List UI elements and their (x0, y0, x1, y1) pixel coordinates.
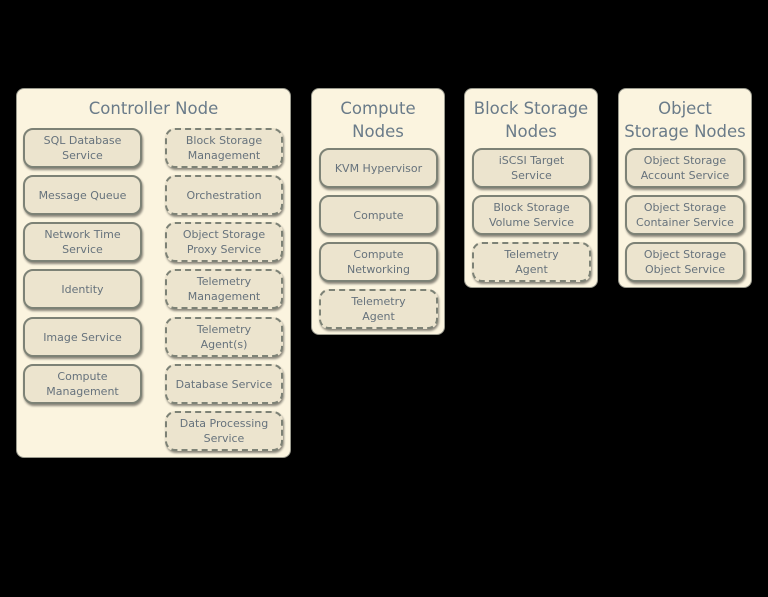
database-service: Database Service (165, 364, 283, 404)
object-storage-nodes-title: Object Storage Nodes (624, 99, 746, 141)
kvm-hypervisor: KVM Hypervisor (319, 148, 438, 188)
object-storage-proxy-service: Object Storage Proxy Service (165, 222, 283, 262)
sql-database-service: SQL Database Service (23, 128, 142, 168)
compute-nodes-title: Compute Nodes (340, 99, 416, 141)
object-storage-container-service: Object Storage Container Service (625, 195, 745, 235)
message-queue: Message Queue (23, 175, 142, 215)
identity-service: Identity (23, 269, 142, 309)
compute-networking: Compute Networking (319, 242, 438, 282)
compute-management: Compute Management (23, 364, 142, 404)
telemetry-agents: Telemetry Agent(s) (165, 317, 283, 357)
telemetry-management: Telemetry Management (165, 269, 283, 309)
block-storage-volume-service: Block Storage Volume Service (472, 195, 591, 235)
controller-node-title: Controller Node (88, 99, 219, 118)
block-storage-management: Block Storage Management (165, 128, 283, 168)
compute-telemetry-agent: Telemetry Agent (319, 289, 438, 329)
data-processing-service: Data Processing Service (165, 411, 283, 451)
block-storage-telemetry-agent: Telemetry Agent (472, 242, 591, 282)
network-time-service: Network Time Service (23, 222, 142, 262)
compute-service: Compute (319, 195, 438, 235)
image-service: Image Service (23, 317, 142, 357)
block-storage-nodes-title: Block Storage Nodes (473, 99, 589, 141)
orchestration: Orchestration (165, 175, 283, 215)
object-storage-account-service: Object Storage Account Service (625, 148, 745, 188)
object-storage-object-service: Object Storage Object Service (625, 242, 745, 282)
iscsi-target-service: iSCSI Target Service (472, 148, 591, 188)
